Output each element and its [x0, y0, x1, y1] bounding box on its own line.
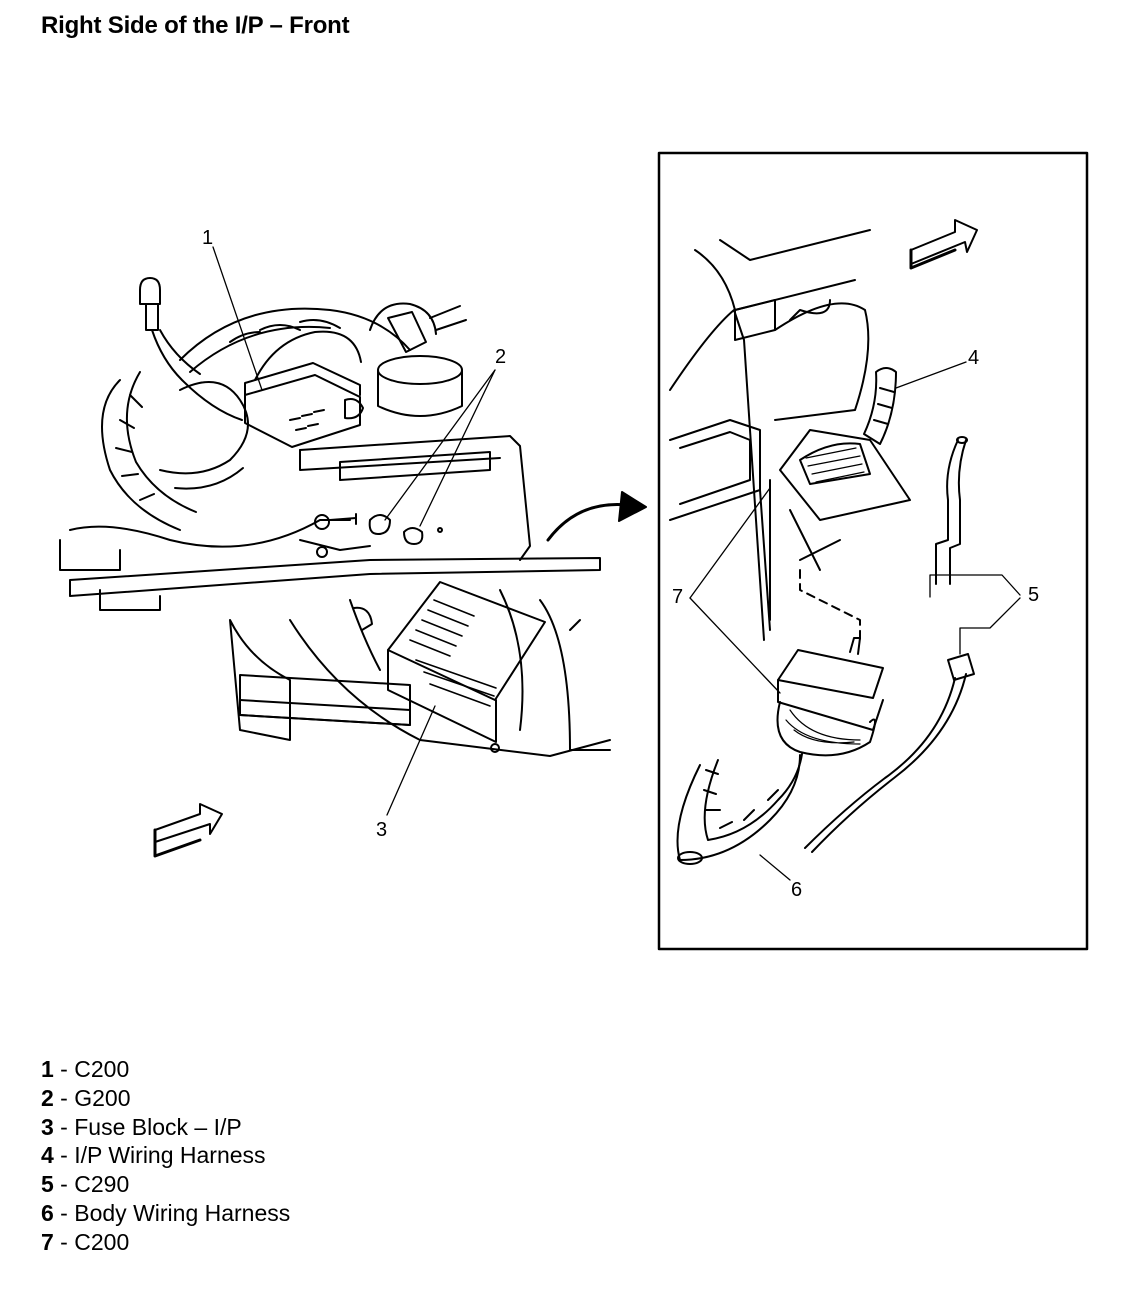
legend-item-5: 5 - C290 [41, 1171, 130, 1198]
legend-item-1: 1 - C200 [41, 1056, 130, 1082]
callout-2: 2 [495, 346, 506, 368]
callout-6: 6 [791, 879, 802, 901]
legend-item-2: 2 - G200 [41, 1084, 131, 1111]
detail-illustration [669, 219, 978, 865]
callout-7: 7 [672, 586, 683, 608]
callout-1: 1 [202, 227, 213, 249]
page-title: Right Side of the I/P – Front [41, 12, 350, 39]
inset-direction-arrow-icon [909, 219, 978, 270]
legend-item-6: 6 - Body Wiring Harness [41, 1199, 291, 1226]
legend-item-7: 7 - C200 [41, 1228, 130, 1255]
front-direction-arrow-icon [153, 803, 223, 858]
legend-item-4: 4 - I/P Wiring Harness [41, 1142, 266, 1169]
callout-5: 5 [1028, 584, 1039, 606]
instrument-panel-illustration [59, 277, 611, 757]
legend-item-3: 3 - Fuse Block – I/P [41, 1113, 242, 1140]
detail-view-arrow-icon [546, 491, 647, 542]
wiring-diagram: 1 2 3 4 5 6 7 [59, 151, 1089, 951]
legend: 1 - C200 2 - G200 3 - Fuse Block – I/P 4… [41, 1055, 290, 1257]
callout-3: 3 [376, 819, 387, 841]
callout-4: 4 [968, 347, 979, 369]
detail-inset-box [657, 151, 1089, 951]
